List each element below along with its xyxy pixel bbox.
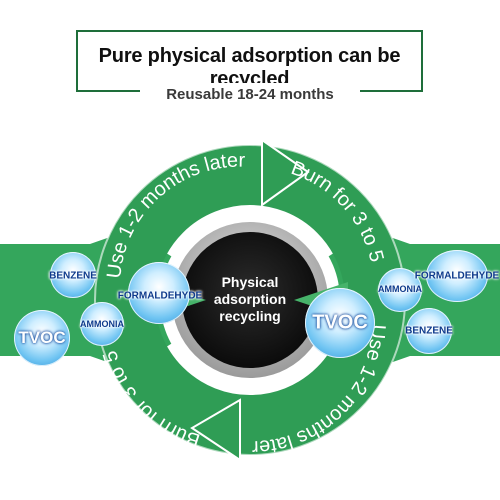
core-label-line-3: recycling [219, 308, 281, 324]
chem-label-tvoc-right: TVOC [312, 311, 368, 334]
chem-label-ammonia-right: AMMONIA [378, 284, 422, 294]
black-core [182, 232, 318, 368]
ammonia-bubble-left [80, 302, 124, 346]
arrow-head-top [261, 138, 310, 207]
core-label-line-2: adsorption [213, 291, 287, 307]
chem-label-ammonia-left: AMMONIA [80, 319, 124, 329]
core-label: Physical adsorption recycling [190, 274, 310, 325]
ammonia-bubble-right [378, 268, 422, 312]
tvoc-bubble-left [14, 310, 70, 366]
chem-label-formaldehyde-right: FORMALDEHYDE [414, 270, 500, 282]
chem-label-benzene-right: BENZENE [405, 325, 453, 337]
benzene-bubble-left [50, 252, 96, 298]
chem-label-tvoc-left: TVOC [18, 328, 66, 347]
tvoc-bubble-right [305, 288, 375, 358]
arrow-head-bottom [190, 398, 241, 462]
title-box: Pure physical adsorption can be recycled [76, 30, 423, 92]
chem-label-benzene-left: BENZENE [49, 270, 97, 282]
benzene-bubble-right [406, 308, 452, 354]
formaldehyde-bubble-right [426, 250, 488, 302]
formaldehyde-bubble-left [128, 262, 190, 324]
core-label-line-1: Physical [221, 274, 279, 290]
chem-label-formaldehyde-left: FORMALDEHYDE [117, 290, 203, 302]
subtitle: Reusable 18-24 months [140, 83, 360, 107]
green-ring [95, 145, 405, 455]
